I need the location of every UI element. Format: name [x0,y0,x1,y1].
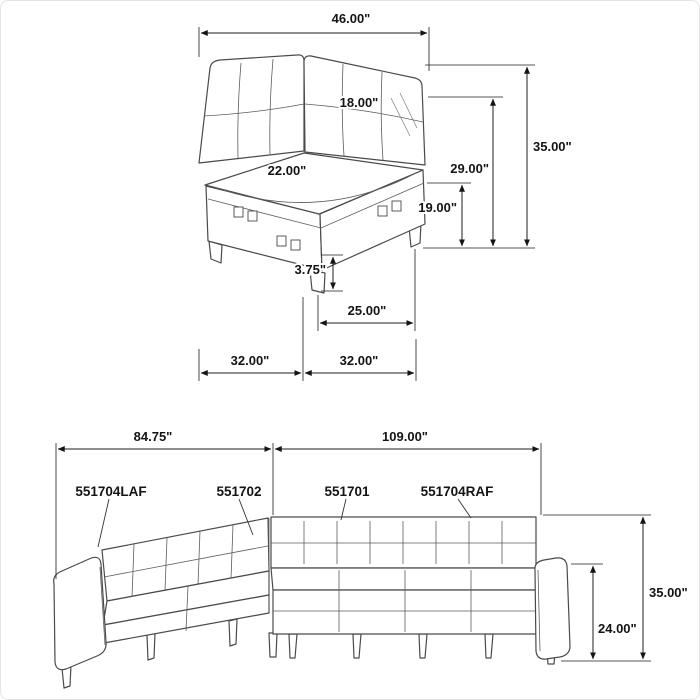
dim-seat-height-label: 19.00" [418,200,457,215]
seat-crease [213,172,417,203]
left-back-cushion [198,54,305,164]
dim-back-cushion-label: 18.00" [340,95,379,110]
dim-seat-front-width-label: 25.00" [348,303,387,318]
right-back-tuft-lines [271,521,536,564]
dim-overall-height-label: 35.00" [533,139,572,154]
dim-leg-height-label: 3.75" [295,262,326,277]
dim-arm-height-label: 24.00" [598,621,637,636]
dim-left-width-label: 84.75" [134,429,173,444]
dim-seat-front-width: 25.00" [317,249,416,331]
part-label-armless: 551701 [324,484,370,499]
dim-back-height: 29.00" [428,96,503,247]
dim-seat-depth-label: 22.00" [268,163,307,178]
base-seam [207,182,425,229]
sectional-sofa-drawing [53,516,571,689]
dim-left-width: 84.75" [55,427,274,579]
sectional-dimensions: 551704LAF 551702 551701 551704RAF 84.75"… [55,427,690,662]
dim-sectional-height-label: 35.00" [649,585,688,600]
dim-top-width-label: 46.00" [332,11,371,26]
dim-leg-height: 3.75" [293,254,343,292]
dim-overall-height: 35.00" [423,64,574,249]
dim-right-width: 109.00" [274,427,542,515]
corner-unit-dimensions: 46.00" 18.00" 22.00" 35.00" 29.00" 19.00… [198,9,574,381]
left-cushion-tuft-lines [203,58,305,159]
base-buckle-details [233,200,402,251]
dim-base-right-label: 32.00" [340,353,379,368]
dim-arm-height: 24.00" [571,563,639,660]
right-seat-front [272,589,539,635]
fabric-sheen-lines [390,92,418,137]
part-label-raf: 551704RAF [421,484,494,499]
right-seat-dividers [273,570,538,632]
dim-seat-height: 19.00" [416,182,471,247]
corner-unit-drawing [198,54,426,294]
right-arm [534,557,571,660]
part-label-corner: 551702 [216,484,261,499]
dim-top-width: 46.00" [198,9,430,71]
dim-right-width-label: 109.00" [382,429,428,444]
right-cushion-tuft-lines [304,63,424,161]
part-label-laf: 551704LAF [75,484,146,499]
dim-sectional-height: 35.00" [543,514,690,662]
right-seat-top [270,567,539,591]
left-seat-divider [185,585,189,632]
corner-unit-legs [208,222,422,294]
right-back-cushion [303,55,426,166]
left-back-tuft-lines [103,524,269,598]
left-arm-inner-line [99,566,106,646]
dim-base-widths: 32.00" 32.00" [198,297,417,381]
part-labels: 551704LAF 551702 551701 551704RAF [73,482,495,548]
left-arm [53,556,107,671]
right-back-panel [270,516,537,569]
dim-back-height-label: 29.00" [450,161,489,176]
dim-base-left-label: 32.00" [231,353,270,368]
sectional-legs [61,618,556,689]
right-arm-inner-line [537,569,541,652]
